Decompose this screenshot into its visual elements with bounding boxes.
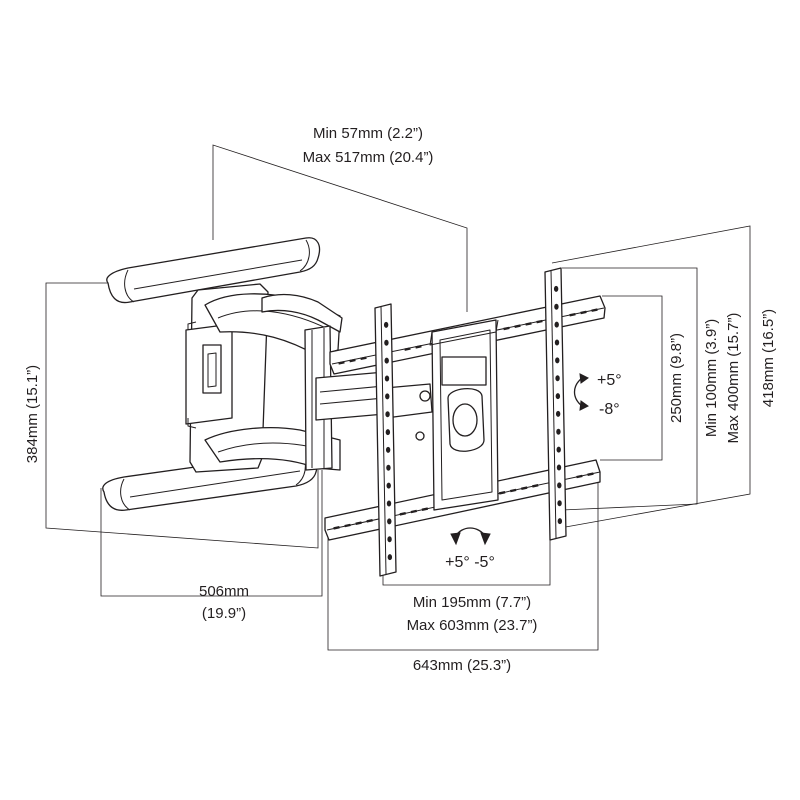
mounting-hole [555, 393, 561, 400]
mounting-hole [503, 326, 510, 331]
wall-plate-width-in-label: (19.9”) [202, 605, 246, 622]
mounting-hole [576, 474, 583, 479]
mounting-hole [556, 428, 561, 435]
mounting-hole [536, 319, 543, 324]
mounting-hole [349, 358, 356, 363]
mounting-hole [338, 361, 345, 365]
mounting-hole [510, 488, 517, 493]
wall-plate-width-dimension-line [100, 470, 323, 597]
tilt-up-label: +5° [597, 372, 622, 389]
mounting-hole [554, 321, 559, 328]
mounting-hole [514, 324, 521, 328]
mounting-hole [355, 521, 362, 525]
mounting-hole [387, 536, 392, 543]
mounting-hole [555, 357, 560, 364]
tilt-arrow-icon [573, 373, 589, 411]
depth-max-label: Max 517mm (20.4”) [303, 149, 434, 166]
mounting-hole [525, 322, 532, 326]
mounting-hole [591, 308, 598, 312]
mounting-hole [333, 526, 340, 530]
mounting-hole [410, 509, 417, 514]
tv-mounting-plate [324, 267, 606, 577]
mounting-hole [557, 500, 562, 507]
mounting-hole [384, 339, 389, 346]
rail-height-label: 250mm (9.8”) [668, 333, 685, 423]
mounting-holes [333, 285, 598, 561]
mounting-hole [580, 310, 587, 315]
arm-height-label: 384mm (15.1”) [24, 365, 41, 463]
mounting-hole [386, 500, 392, 507]
dimension-lines [45, 144, 751, 651]
vesa-vertical-dimension-line [561, 267, 698, 511]
wall-plate-width-mm-label: 506mm [199, 583, 249, 600]
mounting-hole [366, 519, 373, 523]
mounting-hole [386, 482, 391, 489]
mounting-hole [555, 410, 561, 417]
upper-wall-cover [106, 237, 321, 304]
swivel-label: +5° -5° [445, 554, 495, 571]
arm-height-dimension-line [45, 282, 319, 549]
vesa-vertical-max-label: Max 400mm (15.7”) [725, 313, 742, 444]
mounting-hole [555, 375, 560, 382]
mounting-hole [387, 518, 392, 525]
overall-width-dimension-line [327, 480, 599, 651]
mounting-hole [556, 464, 562, 471]
vesa-vertical-min-label: Min 100mm (3.9”) [703, 319, 720, 437]
right-vertical-upright [544, 267, 567, 541]
mounting-hole [415, 345, 422, 349]
mounting-hole [587, 472, 594, 476]
mounting-hole [498, 491, 506, 495]
depth-dimension-line [212, 144, 468, 312]
dimension-labels: Min 57mm (2.2”) Max 517mm (20.4”) 384mm … [24, 125, 777, 674]
mounting-hole [384, 357, 389, 364]
mounting-hole [557, 518, 563, 525]
depth-min-label: Min 57mm (2.2”) [313, 125, 423, 142]
tilt-down-label: -8° [599, 401, 620, 418]
swivel-arrow-icon [450, 527, 491, 546]
mounting-hole [521, 486, 528, 490]
mounting-hole [385, 393, 390, 400]
mounting-hole [553, 285, 559, 292]
left-vertical-upright [374, 303, 397, 577]
mounting-hole [385, 411, 390, 418]
overall-width-label: 643mm (25.3”) [413, 657, 511, 674]
mounting-hole [344, 523, 351, 528]
mounting-hole [399, 512, 406, 516]
vesa-horizontal-min-label: Min 195mm (7.7”) [413, 594, 531, 611]
mounting-hole [383, 321, 389, 328]
mounting-hole [360, 356, 367, 361]
mounting-hole [554, 339, 560, 346]
mounting-hole [532, 484, 539, 488]
mounting-hole [385, 429, 391, 436]
mounting-hole [384, 375, 390, 382]
mounting-hole [387, 554, 393, 561]
mounting-hole [404, 347, 411, 351]
mounting-hole [554, 303, 559, 310]
mounting-hole [557, 482, 562, 489]
mounting-hole [556, 446, 561, 453]
mounting-hole [385, 446, 391, 453]
mounting-hole [386, 464, 391, 471]
overall-height-label: 418mm (16.5”) [760, 309, 777, 407]
mounting-hole [569, 312, 576, 317]
rail-height-dimension-line [600, 295, 663, 461]
wall-plate-assembly [102, 237, 433, 511]
overall-height-dimension-line [551, 225, 751, 529]
lower-wall-cover [102, 451, 318, 511]
vesa-horizontal-max-label: Max 603mm (23.7”) [407, 617, 538, 634]
mounting-hole [421, 507, 429, 511]
